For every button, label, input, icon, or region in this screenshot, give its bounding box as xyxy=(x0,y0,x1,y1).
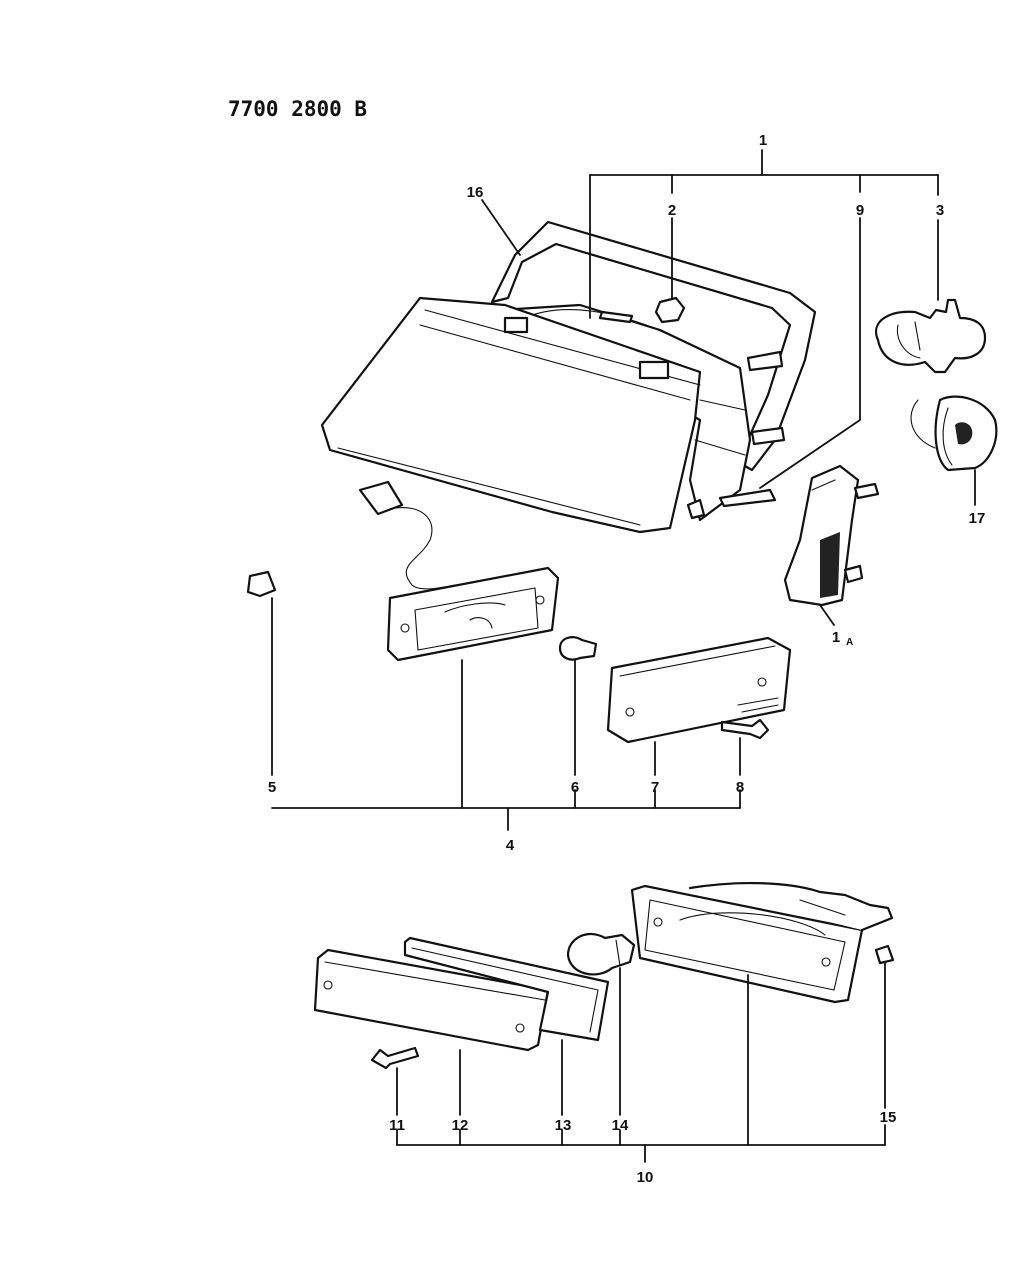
callout-2: 2 xyxy=(668,202,676,219)
drawing-code: 7700 2800 B xyxy=(228,97,367,121)
screw-8 xyxy=(720,718,770,740)
bulb-14 xyxy=(566,932,636,976)
wiring-connector xyxy=(358,480,456,590)
callout-7: 7 xyxy=(651,779,659,796)
callout-1a-sub: A xyxy=(846,637,853,648)
bulb-socket xyxy=(910,395,998,472)
turn-signal-gasket xyxy=(403,936,610,1042)
callout-12: 12 xyxy=(452,1117,469,1134)
side-marker-lamp xyxy=(783,464,880,607)
headlamp-bulb xyxy=(875,298,987,374)
callout-1a: 1 xyxy=(832,629,840,646)
parking-lamp-housing xyxy=(386,566,560,662)
callout-5: 5 xyxy=(268,779,276,796)
housing-screws xyxy=(598,310,786,520)
bulb-6 xyxy=(558,636,598,661)
callout-15: 15 xyxy=(880,1109,897,1126)
parking-lamp-lens xyxy=(606,636,792,744)
clip-5 xyxy=(246,570,277,598)
callout-4: 4 xyxy=(506,837,515,854)
clip-15 xyxy=(874,944,895,965)
turn-signal-lens xyxy=(313,948,550,1052)
callout-1: 1 xyxy=(759,132,767,149)
leader-lines xyxy=(271,149,976,1163)
callout-8: 8 xyxy=(736,779,744,796)
nut-icon xyxy=(654,296,686,324)
callout-10: 10 xyxy=(637,1169,654,1186)
callout-3: 3 xyxy=(936,202,944,219)
screw-11 xyxy=(370,1046,420,1070)
headlamp-assembly xyxy=(320,220,817,534)
callout-9: 9 xyxy=(856,202,864,219)
callout-11: 11 xyxy=(389,1117,405,1134)
callout-14: 14 xyxy=(612,1117,629,1134)
headlamp-lens xyxy=(320,296,702,534)
callout-17: 17 xyxy=(969,510,986,527)
callout-13: 13 xyxy=(555,1117,572,1134)
callout-labels: 1 2 3 9 16 17 1 A 5 6 7 8 4 11 12 13 14 … xyxy=(268,132,986,1186)
callout-16: 16 xyxy=(467,184,484,201)
callout-6: 6 xyxy=(571,779,579,796)
turn-signal-housing xyxy=(630,881,894,1004)
